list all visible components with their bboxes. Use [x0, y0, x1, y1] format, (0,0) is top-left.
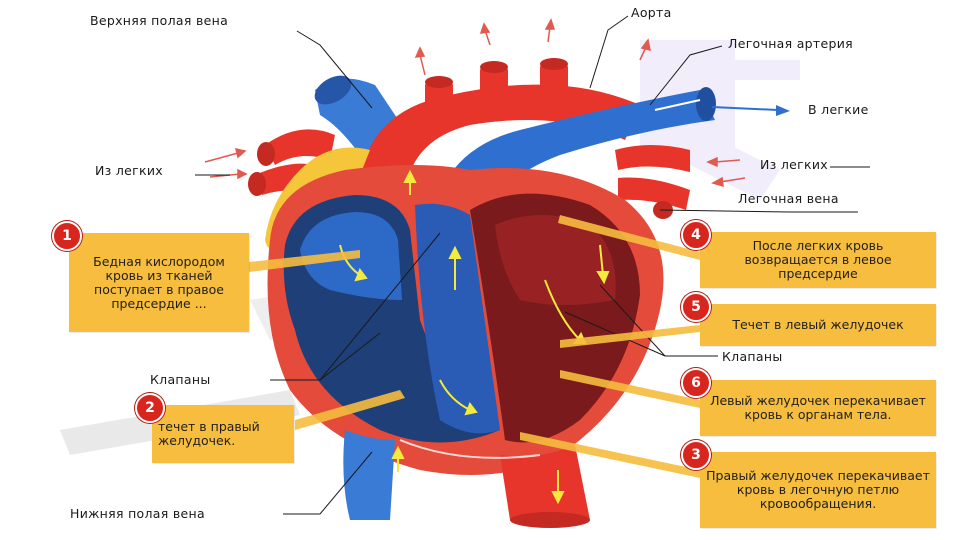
step-2-text: течет в правый желудочек.	[158, 419, 260, 448]
step-1-badge: 1	[52, 221, 82, 251]
step-5-box: Течет в левый желудочек	[700, 304, 936, 346]
step-1-box: Бедная кислородом кровь из тканей поступ…	[69, 233, 249, 332]
step-5-badge: 5	[681, 292, 711, 322]
label-from-lungs-left: Из легких	[95, 163, 163, 178]
step-4-badge: 4	[681, 220, 711, 250]
step-2-badge: 2	[135, 393, 165, 423]
label-pulmonary-artery: Легочная артерия	[728, 36, 853, 51]
step-connectors	[249, 215, 700, 478]
label-valves-right: Клапаны	[722, 349, 783, 364]
label-pulmonary-vein: Легочная вена	[738, 191, 839, 206]
label-valves-left: Клапаны	[150, 372, 211, 387]
to-lungs-arrow	[711, 105, 790, 116]
step-2-box: течет в правый желудочек.	[152, 405, 294, 463]
step-1-text: Бедная кислородом кровь из тканей поступ…	[93, 253, 225, 311]
step-5-text: Течет в левый желудочек	[732, 317, 904, 332]
step-6-text: Левый желудочек перекачивает кровь к орг…	[710, 393, 926, 422]
step-6-badge: 6	[681, 368, 711, 398]
label-superior-vena-cava: Верхняя полая вена	[90, 13, 229, 28]
outflow-arrows	[204, 18, 746, 188]
step-3-badge: 3	[681, 440, 711, 470]
label-aorta: Аорта	[631, 5, 672, 20]
inferior-vena-cava	[343, 430, 395, 520]
descending-aorta	[500, 445, 590, 520]
step-6-box: Левый желудочек перекачивает кровь к орг…	[700, 380, 936, 436]
step-3-text: Правый желудочек перекачивает кровь в ле…	[706, 468, 930, 511]
pulmonary-artery	[430, 87, 716, 250]
label-from-lungs-right: Из легких	[760, 157, 828, 172]
step-4-text: После легких кровь возвращается в левое …	[744, 238, 892, 281]
step-4-box: После легких кровь возвращается в левое …	[700, 232, 936, 288]
label-to-lungs: В легкие	[808, 102, 869, 117]
label-inferior-vena-cava: Нижняя полая вена	[70, 506, 205, 521]
aorta	[360, 58, 640, 195]
septum	[415, 203, 500, 434]
leader-lines	[195, 15, 870, 515]
step-3-box: Правый желудочек перекачивает кровь в ле…	[700, 452, 936, 528]
pulmonary-veins-right	[615, 145, 690, 219]
